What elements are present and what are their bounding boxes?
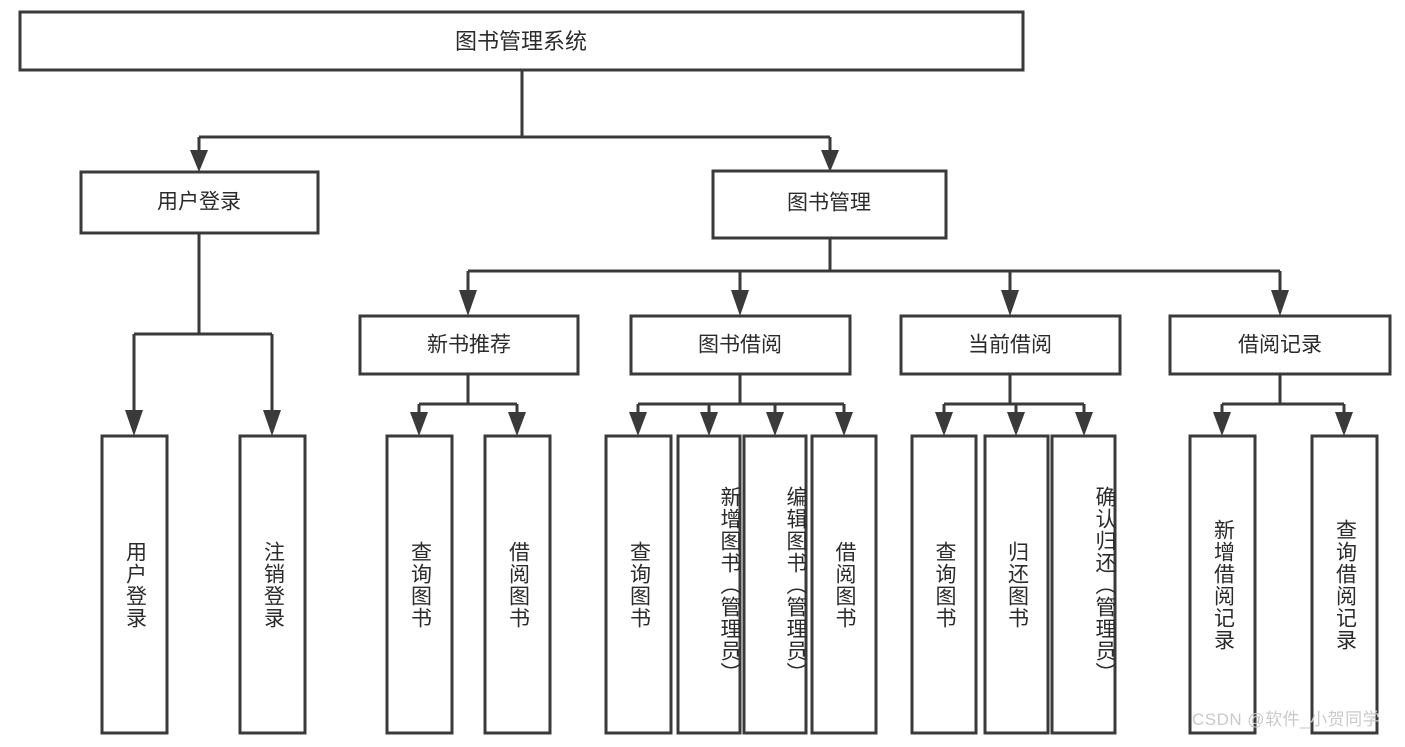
connector-group-root bbox=[190, 70, 839, 172]
node-current-borrow[interactable]: 当前借阅 bbox=[899, 314, 1122, 376]
node-new-book-recommend[interactable]: 新书推荐 bbox=[358, 314, 580, 376]
arrow-head-leaf-query-book-3 bbox=[935, 412, 953, 436]
arrow-head-book-borrow bbox=[731, 290, 749, 316]
node-user-login[interactable]: 用户登录 bbox=[79, 170, 320, 235]
node-book-borrow-label: 图书借阅 bbox=[698, 334, 782, 357]
leaf-add-record-box[interactable] bbox=[1188, 434, 1257, 735]
leaf-query-record-box[interactable] bbox=[1310, 434, 1379, 735]
leaf-query-book-3-box[interactable] bbox=[910, 434, 978, 735]
arrow-head-borrow-record bbox=[1271, 290, 1289, 316]
arrow-head-book-manage bbox=[821, 150, 839, 172]
arrow-head-current-borrow bbox=[1001, 290, 1019, 316]
node-root-box[interactable] bbox=[18, 10, 1025, 72]
arrow-head-leaf-return-book bbox=[1007, 412, 1025, 436]
node-book-manage[interactable]: 图书管理 bbox=[711, 169, 948, 240]
leaf-edit-book-box[interactable] bbox=[742, 434, 808, 735]
connector-group-book-manage bbox=[459, 238, 1289, 316]
connector-group-current-borrow bbox=[935, 374, 1093, 436]
connector-group-new-book-recommend bbox=[410, 374, 526, 436]
arrow-head-new-book-recommend bbox=[459, 290, 477, 316]
node-new-book-recommend-box[interactable] bbox=[358, 314, 580, 376]
arrow-head-leaf-add-record bbox=[1213, 412, 1231, 436]
node-root[interactable]: 图书管理系统 bbox=[18, 10, 1025, 72]
leaf-query-book-1-box[interactable] bbox=[385, 434, 454, 735]
leaf-user-login-box[interactable] bbox=[100, 434, 169, 735]
node-current-borrow-label: 当前借阅 bbox=[968, 334, 1052, 357]
node-user-login-box[interactable] bbox=[79, 170, 320, 235]
arrow-head-leaf-query-record bbox=[1335, 412, 1353, 436]
node-book-manage-label: 图书管理 bbox=[787, 192, 871, 215]
connector-group-borrow-record bbox=[1213, 374, 1353, 436]
node-new-book-recommend-label: 新书推荐 bbox=[427, 334, 511, 357]
arrow-head-leaf-add-book bbox=[700, 412, 718, 436]
arrow-head-leaf-query-book-1 bbox=[410, 412, 428, 436]
leaf-borrow-book-2-box[interactable] bbox=[810, 434, 878, 735]
node-book-manage-box[interactable] bbox=[711, 169, 948, 240]
arrow-head-leaf-edit-book bbox=[766, 412, 784, 436]
node-current-borrow-box[interactable] bbox=[899, 314, 1122, 376]
leaf-borrow-book-1-box[interactable] bbox=[483, 434, 552, 735]
node-book-borrow-box[interactable] bbox=[629, 314, 852, 376]
leaf-return-book-box[interactable] bbox=[983, 434, 1050, 735]
leaf-add-book-box[interactable] bbox=[676, 434, 742, 735]
leaf-query-book-2-box[interactable] bbox=[604, 434, 673, 735]
arrow-head-leaf-borrow-book-2 bbox=[835, 412, 853, 436]
leaf-node-boxes bbox=[100, 434, 1379, 735]
node-borrow-record-box[interactable] bbox=[1168, 314, 1392, 376]
node-user-login-label: 用户登录 bbox=[157, 191, 241, 214]
arrow-head-leaf-query-book-2 bbox=[629, 412, 647, 436]
connector-group-book-borrow bbox=[629, 374, 853, 436]
connector-group-user-login bbox=[125, 233, 281, 436]
leaf-confirm-return-box[interactable] bbox=[1050, 434, 1117, 735]
arrow-head-leaf-borrow-book-1 bbox=[508, 412, 526, 436]
arrow-head-user-login bbox=[190, 150, 208, 172]
arrow-head-leaf-confirm-return bbox=[1075, 412, 1093, 436]
arrow-head-leaf-user-logout bbox=[263, 410, 281, 436]
csdn-watermark: CSDN @软件_小贺同学 bbox=[1192, 710, 1381, 729]
node-book-borrow[interactable]: 图书借阅 bbox=[629, 314, 852, 376]
node-root-label: 图书管理系统 bbox=[455, 29, 587, 54]
node-borrow-record[interactable]: 借阅记录 bbox=[1168, 314, 1392, 376]
node-borrow-record-label: 借阅记录 bbox=[1238, 334, 1322, 357]
leaf-user-logout-box[interactable] bbox=[238, 434, 307, 735]
arrow-head-leaf-user-login bbox=[125, 410, 143, 436]
